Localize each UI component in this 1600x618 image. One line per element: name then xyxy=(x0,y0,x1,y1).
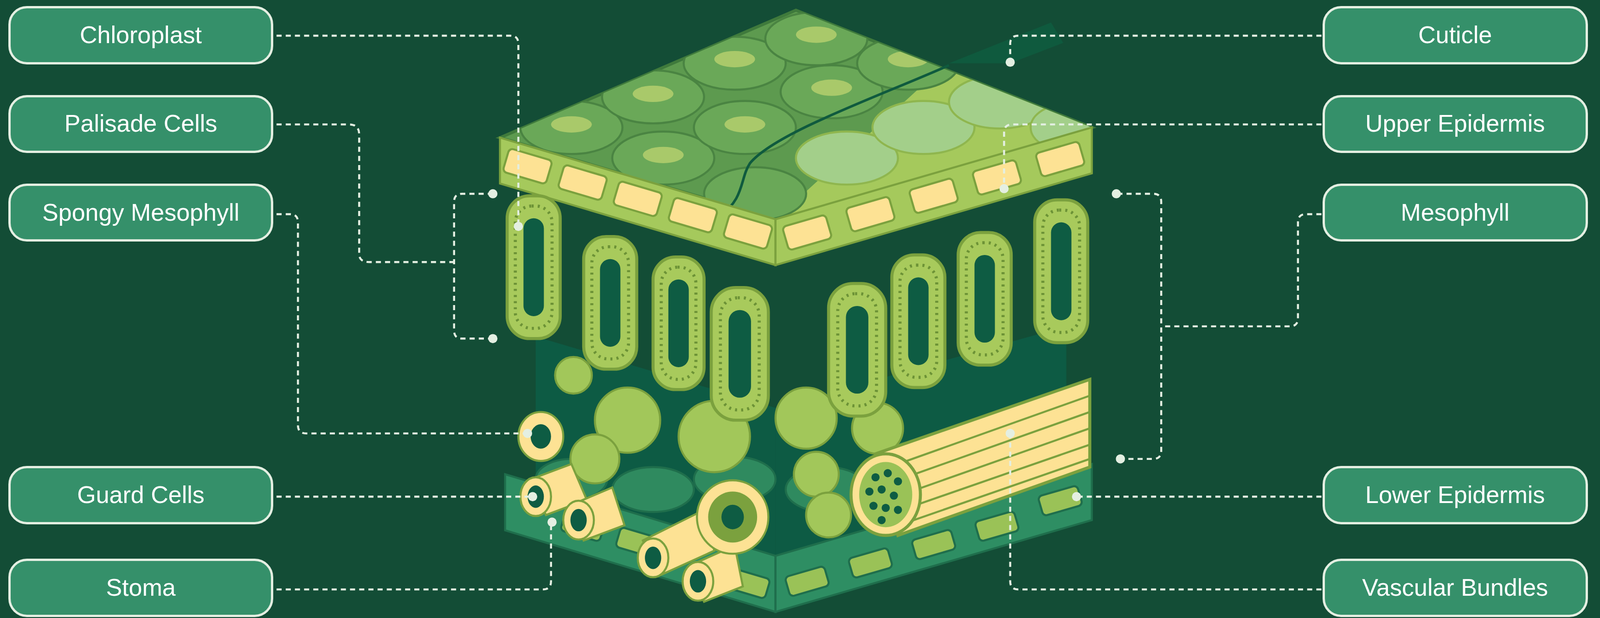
palisade-cells xyxy=(507,195,1088,421)
label-text: Spongy Mesophyll xyxy=(42,199,240,227)
label-text: Cuticle xyxy=(1418,21,1492,50)
label-box: Cuticle xyxy=(1322,6,1588,65)
label-text: Guard Cells xyxy=(77,481,205,510)
label-text: Palisade Cells xyxy=(64,109,218,138)
label-box: Mesophyll xyxy=(1322,183,1588,242)
label-text: Upper Epidermis xyxy=(1365,109,1545,138)
label-text: Stoma xyxy=(105,574,176,603)
label-box: Palisade Cells xyxy=(8,95,274,154)
label-text: Lower Epidermis xyxy=(1365,481,1545,510)
label-box: Spongy Mesophyll xyxy=(8,183,274,242)
leader-lines xyxy=(276,35,1322,590)
leader-dots xyxy=(488,57,1126,527)
label-box: Chloroplast xyxy=(8,6,274,65)
label-text: Chloroplast xyxy=(79,21,202,50)
vascular-bundle xyxy=(850,379,1090,536)
label-box: Lower Epidermis xyxy=(1322,466,1588,525)
label-box: Upper Epidermis xyxy=(1322,95,1588,154)
label-box: Vascular Bundles xyxy=(1322,559,1588,617)
label-text: Mesophyll xyxy=(1400,199,1510,227)
label-box: Stoma xyxy=(8,559,274,617)
label-box: Guard Cells xyxy=(8,466,274,525)
label-text: Vascular Bundles xyxy=(1362,574,1549,603)
stomata xyxy=(518,412,769,603)
